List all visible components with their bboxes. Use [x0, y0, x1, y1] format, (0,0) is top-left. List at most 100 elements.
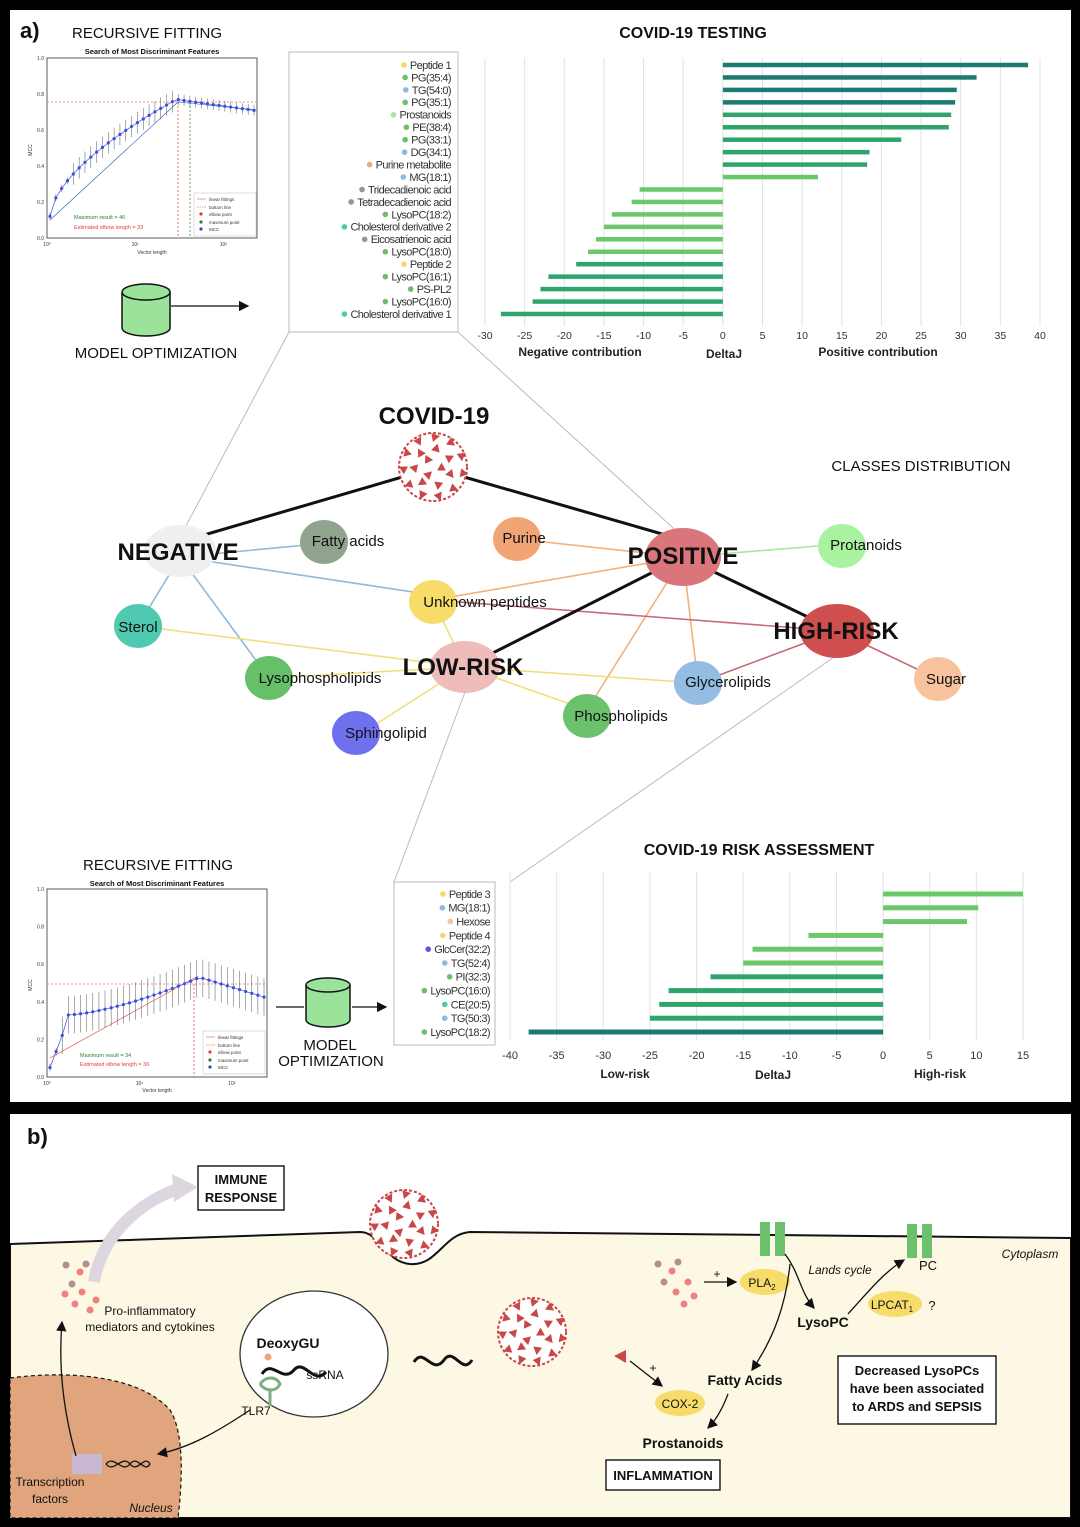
- fatty-acids-node: [300, 520, 348, 564]
- transcription-factor-icon: [72, 1454, 102, 1474]
- y-tick-label: 0.0: [37, 236, 44, 242]
- bar: [883, 919, 968, 925]
- virus-spike: [456, 452, 466, 462]
- fatty-acids-label: Fatty Acids: [708, 1372, 783, 1388]
- feature-label: MG(18:1): [409, 172, 451, 184]
- ards-note-box: [837, 1355, 997, 1425]
- feature-label: MG(18:1): [448, 903, 490, 915]
- panel-a-canvas: a) RECURSIVE FITTING Search of Most Disc…: [20, 18, 1046, 1094]
- virus-spike: [404, 479, 414, 488]
- sterol-node: [114, 604, 162, 648]
- top-fit-legend-item: linear fittings: [209, 197, 235, 202]
- feature-label: CE(20:5): [451, 999, 490, 1011]
- top-fit-elbow-note: Estimated elbow length = 33: [74, 225, 143, 231]
- bottom-fit-title: RECURSIVE FITTING: [83, 857, 233, 874]
- virus-at-membrane-icon: [369, 1189, 440, 1259]
- top-recursive-fitting: RECURSIVE FITTING Search of Most Discrim…: [28, 25, 258, 362]
- feature-color-dot: [382, 211, 389, 218]
- positive-node: [645, 528, 721, 586]
- bar: [722, 100, 956, 105]
- tlr7-to-nucleus-arrow: [156, 1409, 251, 1458]
- x-tick-label: -25: [517, 330, 532, 342]
- bar: [576, 261, 723, 267]
- plus-sign-cox: +: [649, 1361, 656, 1375]
- immune-response-line-1: IMMUNE: [215, 1172, 268, 1187]
- immune-arrow: [88, 1182, 183, 1284]
- bottom-fit-legend-item: maximum point: [218, 1058, 249, 1063]
- bar: [883, 891, 1023, 897]
- virus-spike: [416, 1226, 425, 1235]
- virus-spike: [398, 466, 408, 475]
- x-tick-label: 10⁰: [43, 1081, 51, 1087]
- x-tick-label: 15: [836, 330, 848, 342]
- x-tick-label: -30: [595, 1050, 611, 1062]
- purine-label: Purine: [502, 530, 545, 547]
- x-tick-label: 0: [880, 1050, 886, 1062]
- bottom-fit-legend-item: elbow point: [218, 1050, 242, 1055]
- feature-color-dot: [439, 905, 446, 911]
- x-tick-label: 40: [1034, 330, 1046, 342]
- bottom-model-label-2: OPTIMIZATION: [278, 1053, 384, 1070]
- bar: [631, 199, 723, 205]
- virus-spike: [402, 1190, 411, 1199]
- feature-label: Tridecadienoic acid: [368, 184, 451, 196]
- ards-note-line-2: have been associated: [850, 1381, 984, 1396]
- bar: [603, 224, 723, 230]
- virus-spike: [512, 1301, 521, 1311]
- feature-color-dot: [447, 918, 454, 925]
- virus-spike: [380, 1221, 390, 1231]
- question-mark: ?: [928, 1298, 935, 1313]
- lpcat1-text: LPCAT: [871, 1298, 909, 1312]
- virus-spike: [548, 1348, 558, 1357]
- virus-spike: [402, 1200, 411, 1210]
- prostanoids-label: Prostanoids: [643, 1435, 724, 1451]
- feature-color-dot: [401, 261, 407, 267]
- bottom-fit-y-ticks: 0.00.20.40.60.81.0: [37, 887, 44, 1081]
- x-tick-label: -5: [679, 330, 688, 342]
- y-tick-label: 0.2: [37, 1037, 44, 1043]
- feature-color-dot: [402, 99, 408, 106]
- virus-spike: [419, 490, 428, 500]
- x-tick-label: -35: [549, 1050, 565, 1062]
- low-risk-label: LOW-RISK: [403, 654, 525, 681]
- deoxygu-label: DeoxyGU: [256, 1335, 319, 1351]
- feature-label: TG(52:4): [451, 958, 490, 970]
- feature-label: Purine metabolite: [376, 159, 452, 171]
- bar: [722, 87, 957, 93]
- feature-color-dot: [425, 946, 432, 952]
- lpcat1-enzyme: [868, 1291, 922, 1317]
- nucleus: [9, 1374, 182, 1519]
- virus-spike: [405, 1238, 415, 1248]
- virus-spike: [503, 1344, 513, 1353]
- feature-color-dot: [446, 974, 453, 980]
- bar: [752, 946, 884, 952]
- bottom-fit-plot-title: Search of Most Discriminant Features: [90, 879, 225, 888]
- virus-spike: [430, 1225, 440, 1235]
- virus-spike: [533, 1346, 543, 1356]
- feature-color-dot: [441, 1001, 448, 1008]
- virus-spike: [423, 471, 432, 481]
- y-tick-label: 0.8: [37, 92, 44, 98]
- virus-spike: [415, 1212, 425, 1221]
- pla2-subscript: 2: [771, 1283, 776, 1292]
- x-tick-label: 10: [970, 1050, 982, 1062]
- glycerolipids-label: Glycerolipids: [685, 674, 771, 691]
- bar: [722, 125, 949, 130]
- bar: [883, 905, 979, 911]
- testing-legend-box: [288, 51, 459, 333]
- feature-label: LysoPC(16:1): [391, 272, 451, 284]
- x-tick-label: -25: [642, 1050, 658, 1062]
- bar: [528, 1029, 884, 1035]
- testing-chart-title: COVID-19 TESTING: [619, 25, 767, 42]
- top-fit-plot-title: Search of Most Discriminant Features: [85, 47, 220, 56]
- virus-spike: [523, 1319, 533, 1329]
- virus-spike: [408, 1219, 417, 1228]
- top-model-label: MODEL OPTIMIZATION: [75, 345, 238, 362]
- virus-spike: [516, 1313, 525, 1323]
- virus-spike: [369, 1223, 379, 1232]
- feature-label: PE(38:4): [412, 122, 451, 134]
- virus-spike: [418, 477, 428, 486]
- panel-b-label: b): [27, 1124, 48, 1149]
- bar: [743, 960, 884, 966]
